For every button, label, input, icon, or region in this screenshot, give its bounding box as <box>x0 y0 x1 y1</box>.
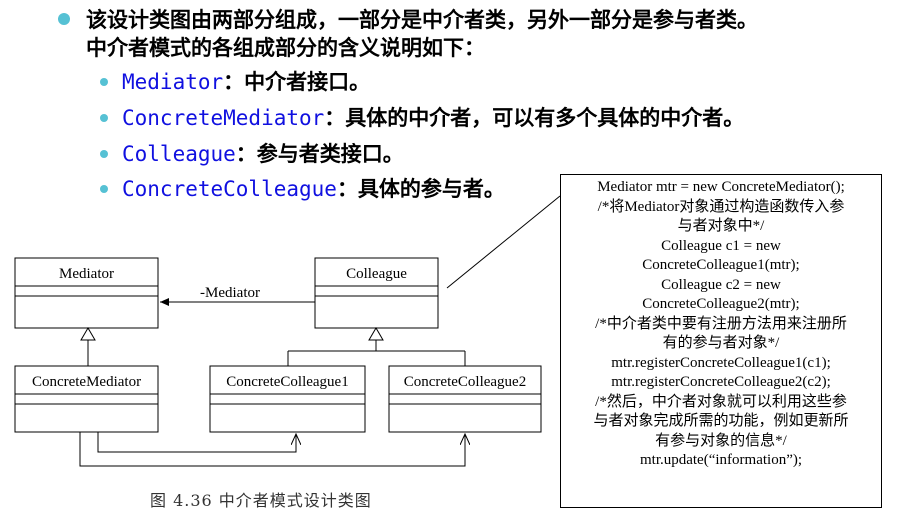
term-desc: ：具体的参与者。 <box>336 177 505 201</box>
bullet-dot <box>100 114 108 122</box>
term-desc: ：参与者类接口。 <box>235 142 404 166</box>
callout-line <box>446 195 560 289</box>
list-item: ConcreteMediator：具体的中介者，可以有多个具体的中介者。 <box>122 104 744 132</box>
bullet-dot <box>58 13 70 25</box>
term-desc: ：中介者接口。 <box>223 70 371 94</box>
figure-caption: 图 4.36 中介者模式设计类图 <box>150 491 372 510</box>
class-concrete-mediator: ConcreteMediator <box>14 365 159 433</box>
code-line: /*将Mediator对象通过构造函数传入参 <box>597 198 845 215</box>
association-label: -Mediator <box>200 285 260 301</box>
dependency-lines <box>79 432 465 467</box>
generalization-mediator <box>80 327 96 366</box>
code-line: 有的参与者对象*/ <box>662 335 780 351</box>
class-colleague: Colleague <box>314 257 439 329</box>
uml-class-diagram: Mediator Colleague ConcreteMediator Conc… <box>14 195 560 467</box>
intro-line2: 中介者模式的各组成部分的含义说明如下： <box>86 36 485 60</box>
list-item: ConcreteColleague：具体的参与者。 <box>122 175 505 203</box>
class-concrete-colleague1-name: ConcreteColleague1 <box>226 374 348 390</box>
code-line: 与者对象完成所需的功能，例如更新所 <box>593 413 849 429</box>
code-line: /*中介者类中要有注册方法用来注册所 <box>595 315 847 332</box>
class-mediator-name: Mediator <box>59 266 114 282</box>
code-line: ConcreteColleague1(mtr); <box>642 257 800 273</box>
code-line: /*然后，中介者对象就可以利用这些参 <box>595 393 847 410</box>
class-concrete-colleague2-name: ConcreteColleague2 <box>404 374 526 390</box>
class-concrete-mediator-name: ConcreteMediator <box>32 374 141 390</box>
intro-line1: 该设计类图由两部分组成，一部分是中介者类，另外一部分是参与者类。 <box>86 8 758 32</box>
term-label: ConcreteColleague <box>122 177 337 201</box>
code-line: mtr.registerConcreteColleague2(c2); <box>611 374 831 390</box>
code-line: mtr.registerConcreteColleague1(c1); <box>611 354 831 371</box>
term-label: ConcreteMediator <box>122 106 325 130</box>
code-line: 有参与对象的信息*/ <box>655 432 787 449</box>
class-colleague-name: Colleague <box>346 266 407 282</box>
code-line: Colleague c1 = new <box>661 237 781 254</box>
bullet-dot <box>100 78 108 86</box>
class-concrete-colleague2: ConcreteColleague2 <box>388 365 542 433</box>
list-item: Colleague：参与者类接口。 <box>122 140 404 168</box>
term-desc: ：具体的中介者，可以有多个具体的中介者。 <box>324 106 745 130</box>
term-label: Mediator <box>122 70 224 94</box>
code-note-box: Mediator mtr = new ConcreteMediator(); /… <box>560 174 882 508</box>
intro-paragraph: 该设计类图由两部分组成，一部分是中介者类，另外一部分是参与者类。 中介者模式的各… <box>86 6 902 62</box>
code-line: Mediator mtr = new ConcreteMediator(); <box>597 179 845 195</box>
code-line: 与者对象中*/ <box>677 218 765 234</box>
class-concrete-colleague1: ConcreteColleague1 <box>209 365 366 433</box>
code-line: mtr.update(“information”); <box>639 452 803 468</box>
term-label: Colleague <box>122 142 236 166</box>
code-line: ConcreteColleague2(mtr); <box>642 296 800 312</box>
bullet-dot <box>100 185 108 193</box>
code-line: Colleague c2 = new <box>661 276 781 293</box>
class-mediator: Mediator <box>14 257 159 329</box>
generalization-colleague <box>287 327 466 366</box>
list-item: Mediator：中介者接口。 <box>122 68 370 96</box>
bullet-dot <box>100 150 108 158</box>
